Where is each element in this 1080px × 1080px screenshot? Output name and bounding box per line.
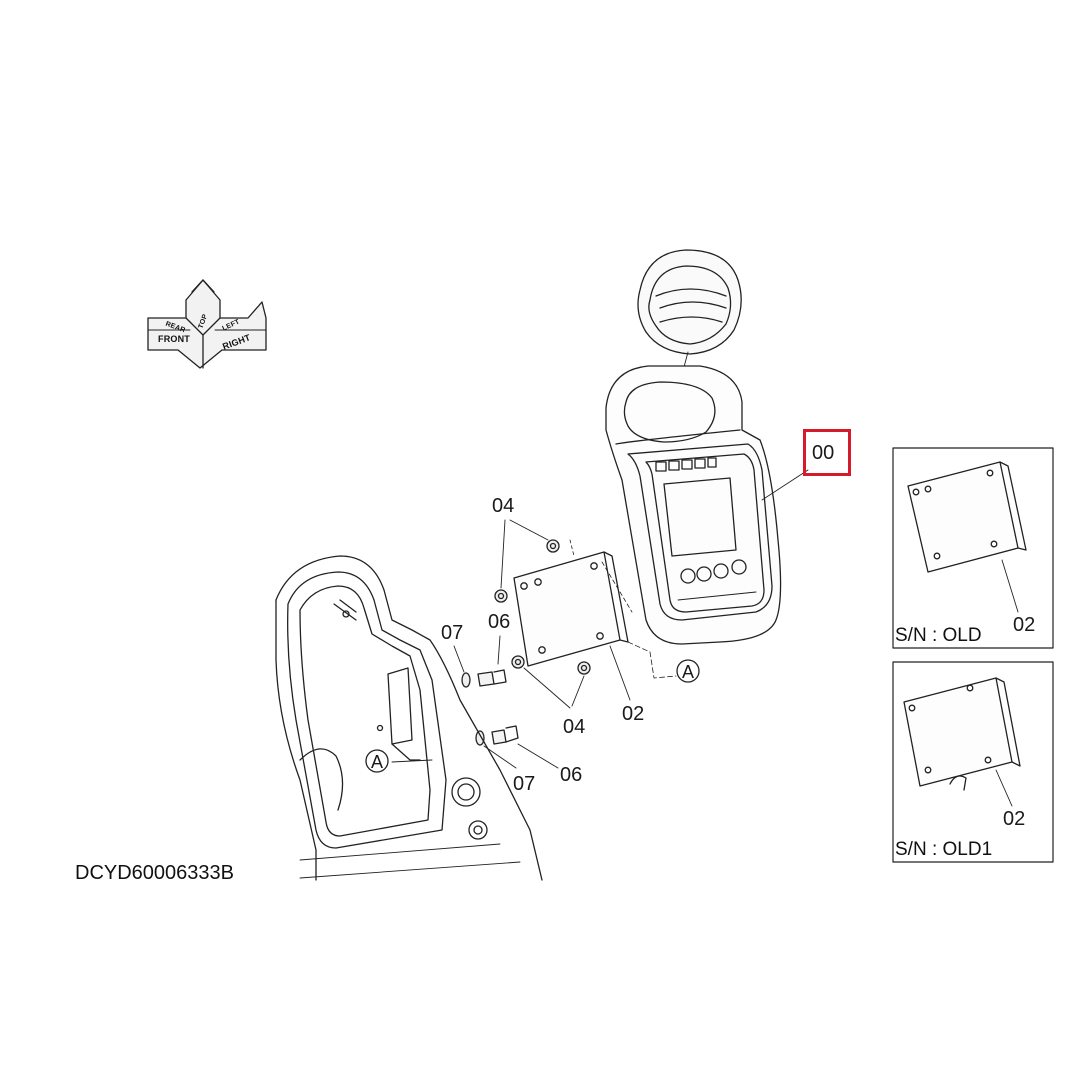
ref-circle-console <box>676 659 700 683</box>
assembly-highlight-box <box>803 429 851 476</box>
inset-plate-old <box>907 461 1027 613</box>
mounting-plate <box>513 539 677 701</box>
callout-bolt-lower: 06 <box>560 764 583 786</box>
knob-cap <box>637 249 742 413</box>
inset-old-part-label: 02 <box>1013 614 1036 636</box>
callout-nut-lower: 04 <box>563 716 586 738</box>
nuts <box>494 519 591 709</box>
monitor-housing <box>605 365 809 645</box>
ref-circle-frame <box>365 749 389 773</box>
callout-ref-console: A <box>682 662 695 682</box>
callout-washer-lower: 07 <box>513 773 536 795</box>
orientation-front-label: FRONT <box>158 334 190 344</box>
inset-old-serial-label: S/N : OLD <box>895 625 982 646</box>
callout-bolt-upper: 06 <box>488 611 511 633</box>
bolts-washers <box>453 635 559 769</box>
inset-old1-serial-label: S/N : OLD1 <box>895 839 993 860</box>
orientation-indicator <box>147 279 267 369</box>
inset-old1-part-label: 02 <box>1003 808 1026 830</box>
inset-plate-old1 <box>903 677 1021 807</box>
document-code: DCYD60006333B <box>75 862 234 884</box>
callout-nut-upper: 04 <box>492 495 515 517</box>
callout-assembly: 00 <box>812 442 835 464</box>
callout-ref-frame: A <box>371 752 384 772</box>
callout-washer-upper: 07 <box>441 622 464 644</box>
cab-frame <box>275 555 543 881</box>
callout-plate-main: 02 <box>622 703 645 725</box>
